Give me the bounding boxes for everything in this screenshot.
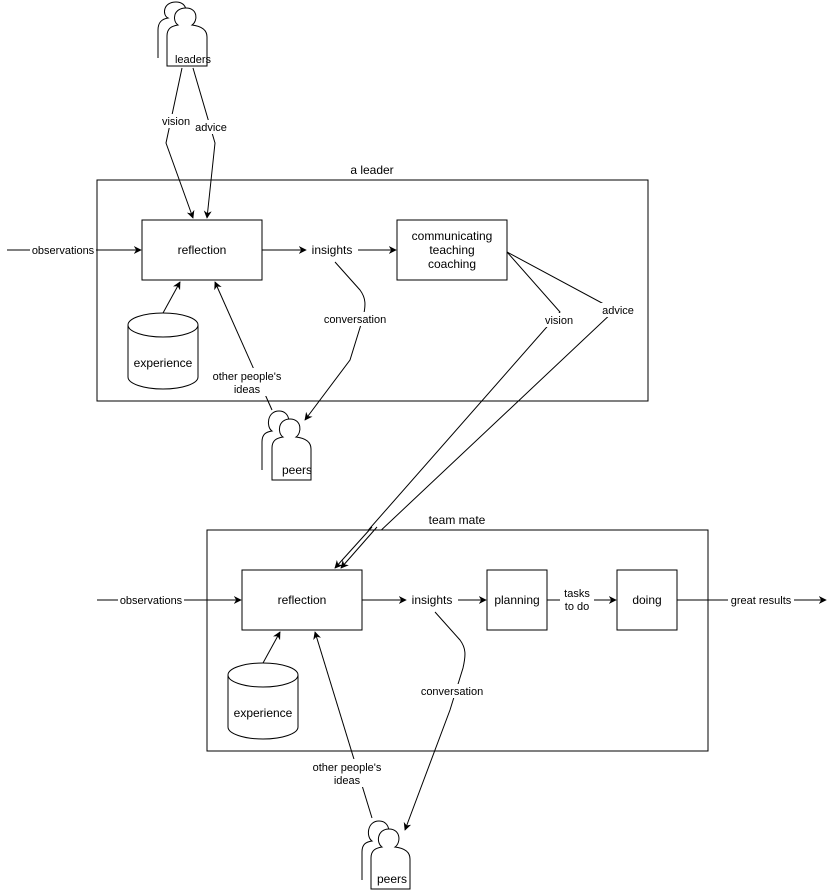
leader-conversation-label: conversation <box>324 314 386 326</box>
team-peers-label: peers <box>377 872 407 886</box>
team-reflection-box <box>241 569 363 631</box>
advice-in-label: advice <box>195 122 227 134</box>
team-experience-cylinder: experience <box>227 662 299 740</box>
team-conversation-label: conversation <box>421 686 483 698</box>
leader-other-ideas-2: ideas <box>234 384 261 396</box>
leader-container-title: a leader <box>350 163 393 177</box>
communicating-box <box>396 219 508 281</box>
vision-in-label: vision <box>162 116 190 128</box>
leader-peers-label: peers <box>282 463 312 477</box>
team-experience-label: experience <box>234 706 293 720</box>
team-insights-label: insights <box>412 593 453 607</box>
team-reflection-label: reflection <box>278 593 327 607</box>
edge-vision-out <box>334 251 561 569</box>
edge-experience-reflection <box>162 281 181 314</box>
team-section: team mate observations reflection insigh… <box>97 513 827 890</box>
communicating-label: communicating <box>412 229 493 243</box>
edge-team-experience-reflection <box>262 631 281 664</box>
advice-out-label: advice <box>602 305 634 317</box>
team-container-title: team mate <box>429 513 486 527</box>
tasks-label-1: tasks <box>564 588 590 600</box>
doing-box <box>616 569 678 631</box>
leader-reflection-box <box>141 219 263 281</box>
leaders-actor: leaders <box>157 1 212 67</box>
edge-advice-end <box>340 526 378 569</box>
teaching-label: teaching <box>429 243 474 257</box>
leader-section: a leader leaders vision advice observati… <box>7 1 649 569</box>
leaders-label: leaders <box>175 54 212 66</box>
planning-label: planning <box>494 593 539 607</box>
edge-leaders-advice <box>192 67 216 219</box>
great-results-label: great results <box>731 595 792 607</box>
doing-label: doing <box>632 593 661 607</box>
team-peers-actor: peers <box>361 820 411 890</box>
edge-leaders-vision <box>165 67 195 219</box>
team-other-ideas-1: other people's <box>313 762 382 774</box>
team-observations-label: observations <box>120 595 183 607</box>
leader-reflection-label: reflection <box>178 243 227 257</box>
leader-experience-label: experience <box>134 356 193 370</box>
leader-observations-label: observations <box>32 245 95 257</box>
leader-insights-label: insights <box>312 243 353 257</box>
tasks-label-2: to do <box>565 601 589 613</box>
team-other-ideas-2: ideas <box>334 775 361 787</box>
leader-peers-actor: peers <box>261 410 312 481</box>
leader-experience-cylinder: experience <box>127 312 199 390</box>
leader-other-ideas-1: other people's <box>213 371 282 383</box>
vision-out-label: vision <box>545 315 573 327</box>
planning-box <box>486 569 548 631</box>
edge-team-conversation <box>403 611 466 831</box>
coaching-label: coaching <box>428 257 476 271</box>
